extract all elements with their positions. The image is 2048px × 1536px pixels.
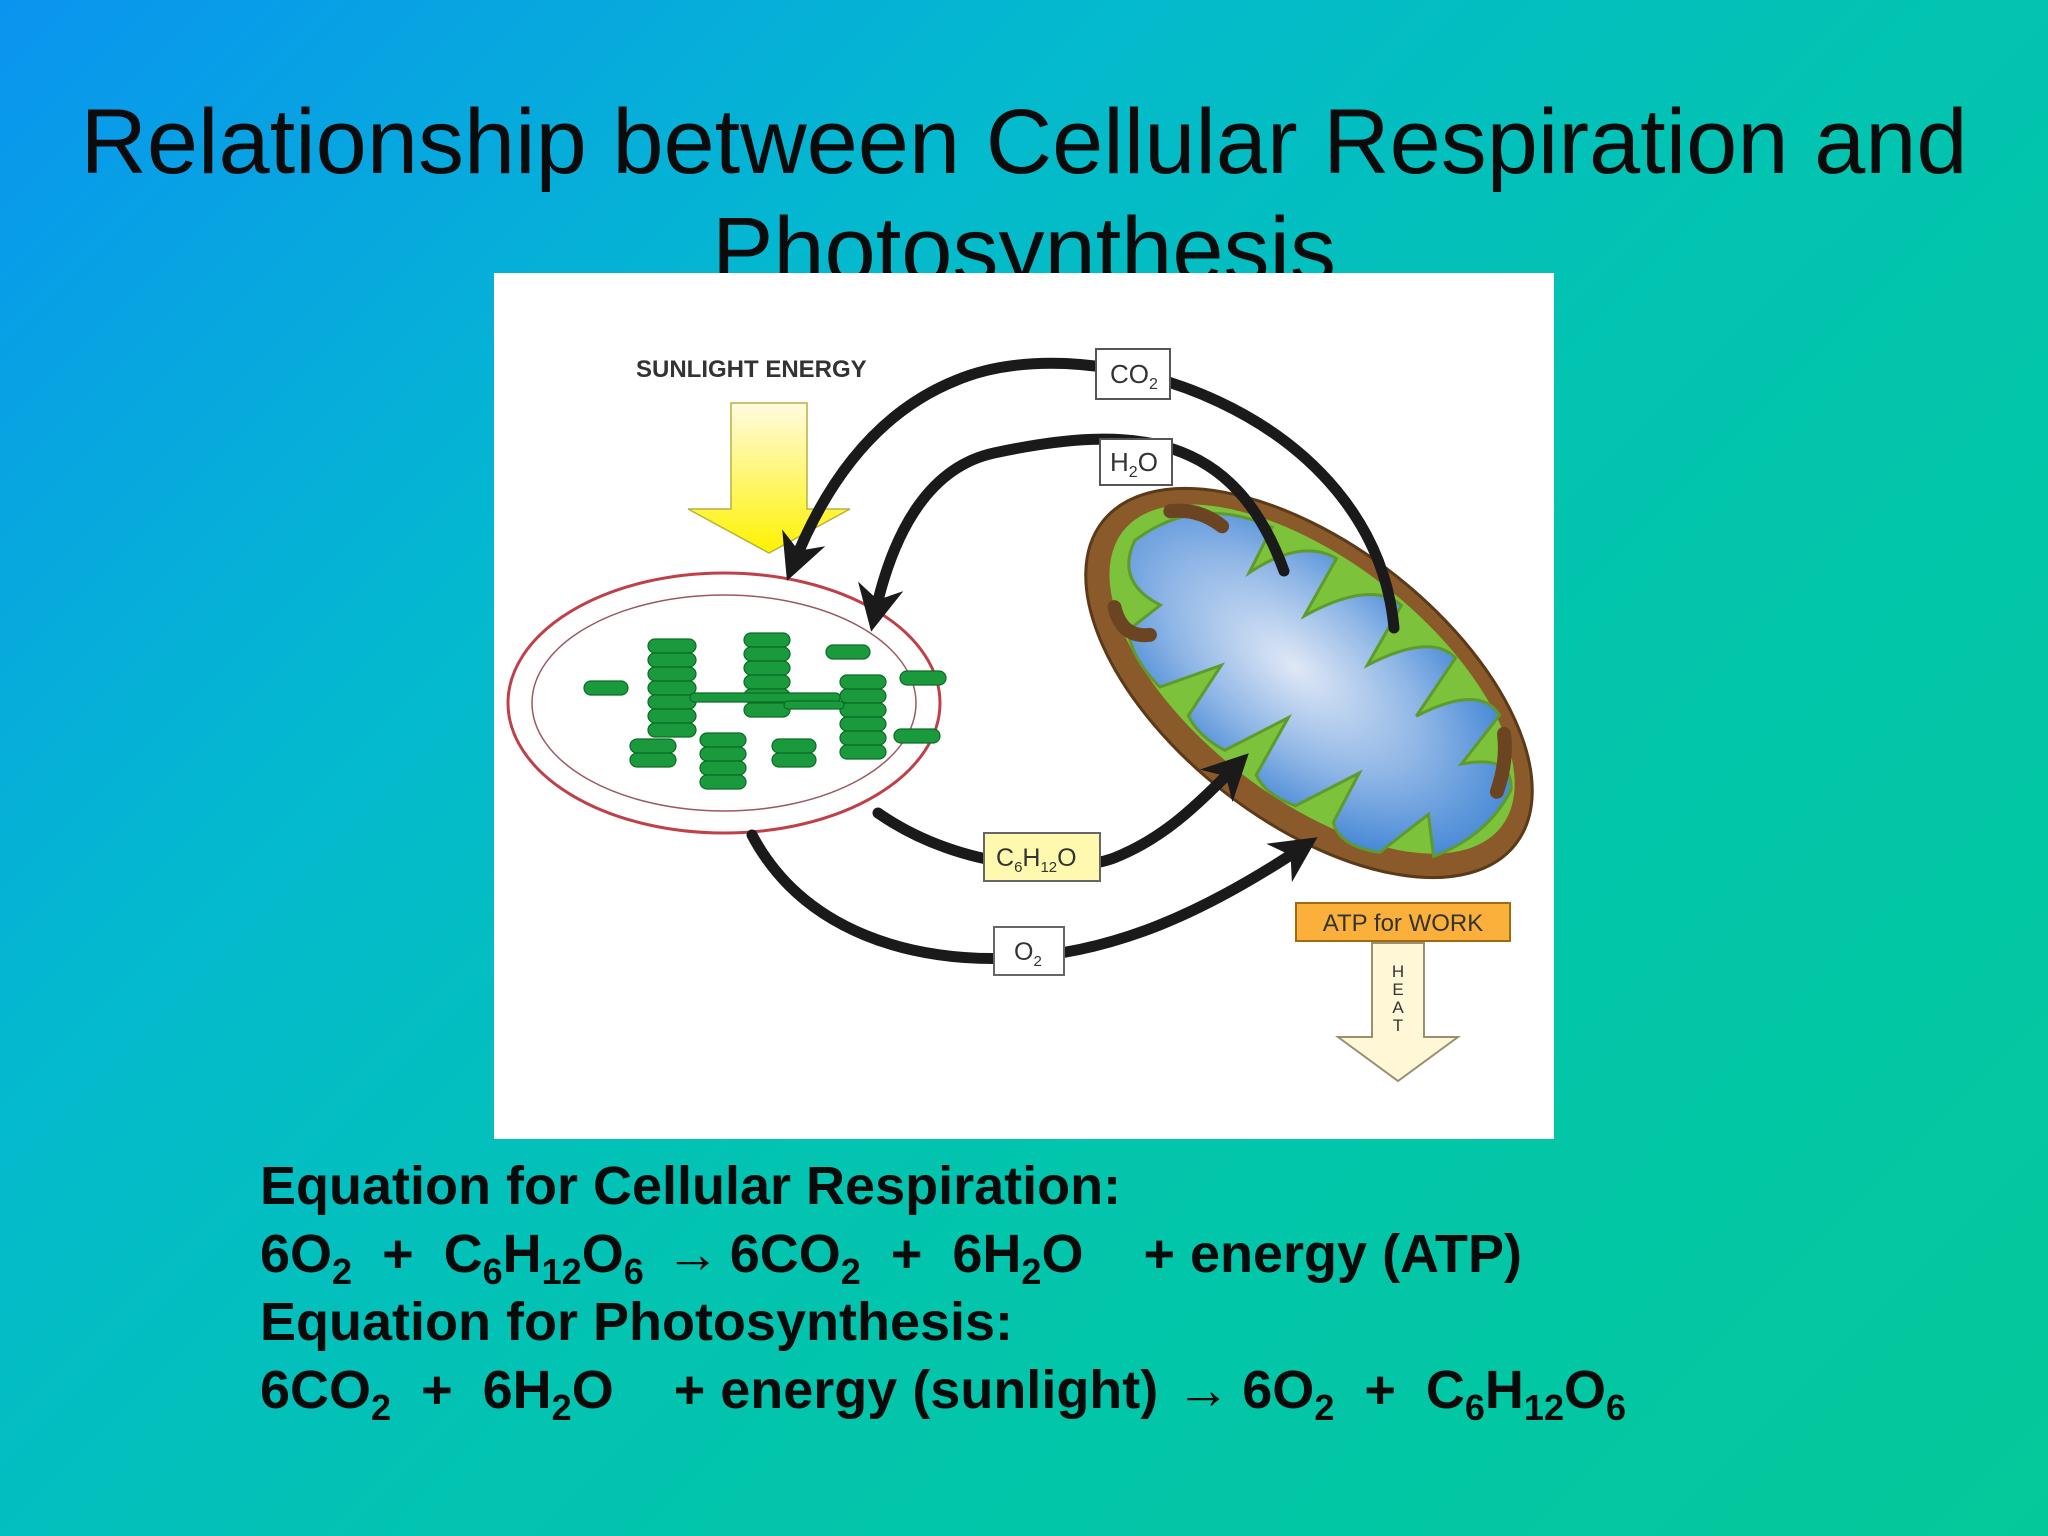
co2-label: CO2 — [1110, 359, 1158, 393]
heat-letter: T — [1393, 1016, 1403, 1035]
heat-letter: E — [1392, 980, 1403, 999]
respiration-equation: 6O2+C6H12O6→6CO2+6H2O+ energy (ATP) — [260, 1224, 1523, 1292]
atp-label: ATP for WORK — [1323, 910, 1483, 937]
heat-arrow — [1334, 942, 1462, 1083]
thylakoid-stacks — [583, 632, 947, 790]
mitochondrion — [1084, 486, 1534, 880]
slide-title: Relationship between Cellular Respiratio… — [0, 88, 2048, 304]
slide-title-line-1: Relationship between Cellular Respiratio… — [80, 90, 1968, 193]
yields-arrow: → — [665, 1224, 720, 1284]
heat-letter: A — [1392, 998, 1404, 1017]
h2o-label: H2O — [1110, 447, 1158, 481]
yields-arrow: → — [1176, 1360, 1231, 1420]
heat-letter: H — [1392, 962, 1404, 981]
glucose-box — [983, 832, 1101, 882]
o2-label: O2 — [1014, 938, 1042, 970]
co2-box — [1095, 348, 1171, 400]
equations-block: Equation for Cellular Respiration: 6O2+C… — [260, 1152, 2020, 1428]
h2o-cycle-arrow — [858, 433, 1290, 632]
co2-cycle-arrow — [782, 357, 1400, 634]
photosynthesis-equation: 6CO2+6H2O+ energy (sunlight)→6O2+C6H12O6 — [260, 1360, 1627, 1428]
glucose-label: C6H12O — [996, 844, 1077, 876]
glucose-arrow — [872, 753, 1249, 872]
h2o-box — [1099, 438, 1173, 486]
chloroplast — [506, 571, 947, 835]
respiration-heading: Equation for Cellular Respiration: — [260, 1156, 1122, 1216]
cycle-diagram: SUNLIGHT ENERGY — [494, 273, 1554, 1139]
o2-box — [993, 926, 1065, 976]
sunlight-arrow — [687, 402, 851, 554]
atp-box — [1295, 902, 1511, 942]
photosynthesis-heading: Equation for Photosynthesis: — [260, 1292, 1014, 1352]
sunlight-energy-label: SUNLIGHT ENERGY — [636, 356, 867, 383]
cycle-diagram-svg: SUNLIGHT ENERGY — [506, 348, 1534, 1083]
